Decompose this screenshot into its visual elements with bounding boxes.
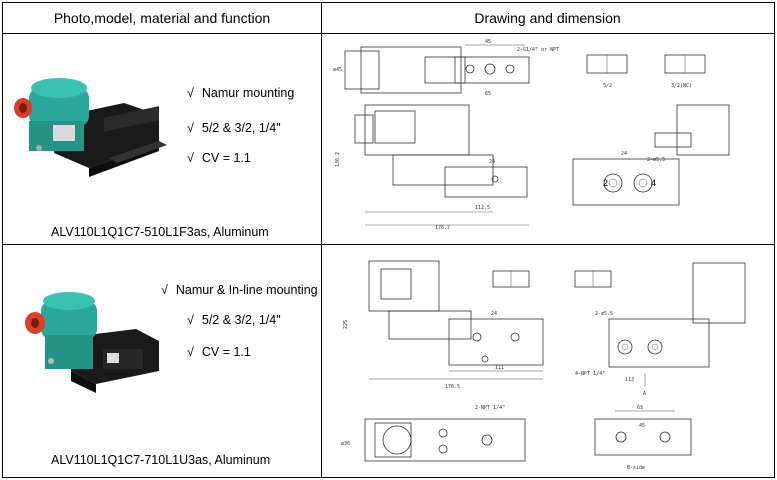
- feature-2-1: √Namur & In-line mounting: [161, 283, 318, 297]
- check-icon: √: [187, 345, 194, 359]
- svg-text:4-NPT 1/4": 4-NPT 1/4": [575, 371, 605, 377]
- b-side-view-2: 63 45 B-side: [594, 405, 692, 471]
- end-view-1: 2 4 2-ø5.5 24: [572, 104, 730, 206]
- check-icon: √: [187, 313, 194, 327]
- svg-text:45: 45: [639, 423, 645, 429]
- header-divider: [3, 33, 774, 34]
- plan-view-2: ø36 2-NPT 1/4": [341, 405, 526, 462]
- svg-text:5/2: 5/2: [603, 83, 612, 89]
- svg-text:24: 24: [491, 311, 497, 317]
- side-view-2: 111 176.5 24 225: [343, 260, 544, 390]
- check-icon: √: [187, 86, 194, 100]
- svg-text:2-G1/4" or NPT: 2-G1/4" or NPT: [517, 47, 559, 53]
- svg-text:2-ø5.5: 2-ø5.5: [647, 157, 665, 163]
- svg-text:2: 2: [603, 178, 608, 188]
- schematic-2: [492, 270, 612, 288]
- feature-1-2: √5/2 & 3/2, 1/4": [187, 121, 281, 135]
- svg-text:111: 111: [495, 365, 504, 371]
- svg-text:45: 45: [485, 39, 491, 45]
- side-view-1: 112.5 176.7 24 136.2: [335, 104, 529, 231]
- svg-text:4: 4: [651, 178, 656, 188]
- column-divider: [321, 3, 322, 477]
- schematic-1: 5/2 3/2(NC): [586, 54, 706, 89]
- svg-text:2-ø5.5: 2-ø5.5: [595, 311, 613, 317]
- row-divider: [3, 244, 774, 245]
- svg-text:24: 24: [621, 151, 627, 157]
- svg-text:136.2: 136.2: [335, 152, 341, 167]
- svg-text:3/2(NC): 3/2(NC): [671, 83, 692, 89]
- top-view-1: 45 65 2-G1/4" or NPT ø45: [333, 39, 559, 97]
- svg-text:65: 65: [485, 91, 491, 97]
- feature-2-3: √CV = 1.1: [187, 345, 251, 359]
- svg-text:B-side: B-side: [627, 465, 645, 471]
- svg-text:A: A: [643, 391, 646, 397]
- check-icon: √: [187, 121, 194, 135]
- svg-text:63: 63: [637, 405, 643, 411]
- svg-text:176.5: 176.5: [445, 384, 460, 390]
- svg-text:176.7: 176.7: [435, 225, 450, 231]
- svg-text:ø45: ø45: [333, 67, 342, 73]
- feature-1-3: √CV = 1.1: [187, 151, 251, 165]
- dimension-drawing-2: 111 176.5 24 225 A 113 2-ø5.5 4-NPT 1/4": [341, 260, 746, 471]
- svg-text:112.5: 112.5: [475, 205, 490, 211]
- check-icon: √: [161, 283, 168, 297]
- svg-text:ø36: ø36: [341, 441, 350, 447]
- feature-2-2: √5/2 & 3/2, 1/4": [187, 313, 281, 327]
- product-photo-2: [25, 292, 159, 393]
- check-icon: √: [187, 151, 194, 165]
- header-photo-model: Photo,model, material and function: [53, 10, 271, 26]
- header-drawing: Drawing and dimension: [474, 10, 621, 26]
- model-name-2: ALV110L1Q1C7-710L1U3as, Aluminum: [51, 453, 271, 467]
- product-photo-1: [14, 78, 167, 177]
- svg-text:24: 24: [489, 159, 495, 165]
- svg-text:225: 225: [343, 320, 349, 329]
- svg-text:113: 113: [625, 377, 634, 383]
- model-name-1: ALV110L1Q1C7-510L1F3as, Aluminum: [51, 225, 269, 239]
- end-view-2: A 113 2-ø5.5 4-NPT 1/4": [575, 262, 746, 397]
- dimension-drawing-1: 45 65 2-G1/4" or NPT ø45 112.5 176.7 24 …: [333, 39, 730, 231]
- svg-text:2-NPT 1/4": 2-NPT 1/4": [475, 405, 505, 411]
- feature-1-1: √Namur mounting: [187, 86, 295, 100]
